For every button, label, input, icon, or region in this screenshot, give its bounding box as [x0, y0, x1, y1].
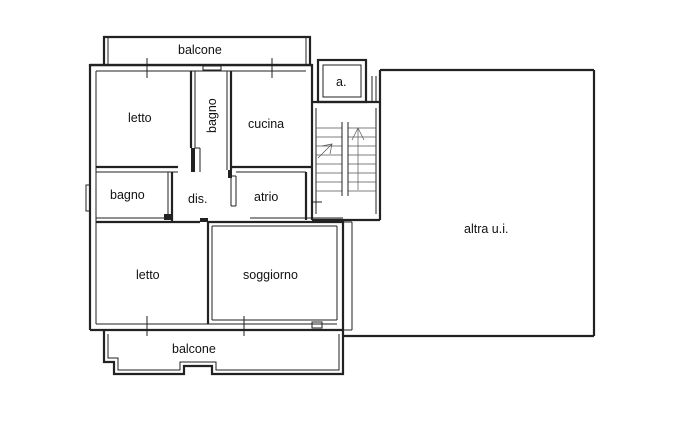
label-bagno-left: bagno: [110, 188, 145, 202]
label-disimpegno: dis.: [188, 192, 207, 206]
interior-walls: [96, 71, 343, 324]
label-ascensore: a.: [336, 75, 346, 89]
label-soggiorno: soggiorno: [243, 268, 298, 282]
label-balcone-bottom: balcone: [172, 342, 216, 356]
label-cucina: cucina: [248, 117, 284, 131]
label-atrio: atrio: [254, 190, 278, 204]
balcony-bottom: [102, 330, 345, 376]
label-letto-bottom: letto: [136, 268, 160, 282]
neighbouring-unit: [343, 68, 596, 338]
label-altra-ui: altra u.i.: [464, 222, 508, 236]
label-bagno-vertical: bagno: [205, 98, 219, 133]
label-letto-top: letto: [128, 111, 152, 125]
balcony-top: [102, 35, 312, 65]
window-marks: [85, 58, 323, 336]
stairwell: [310, 58, 382, 222]
label-balcone-top: balcone: [178, 43, 222, 57]
